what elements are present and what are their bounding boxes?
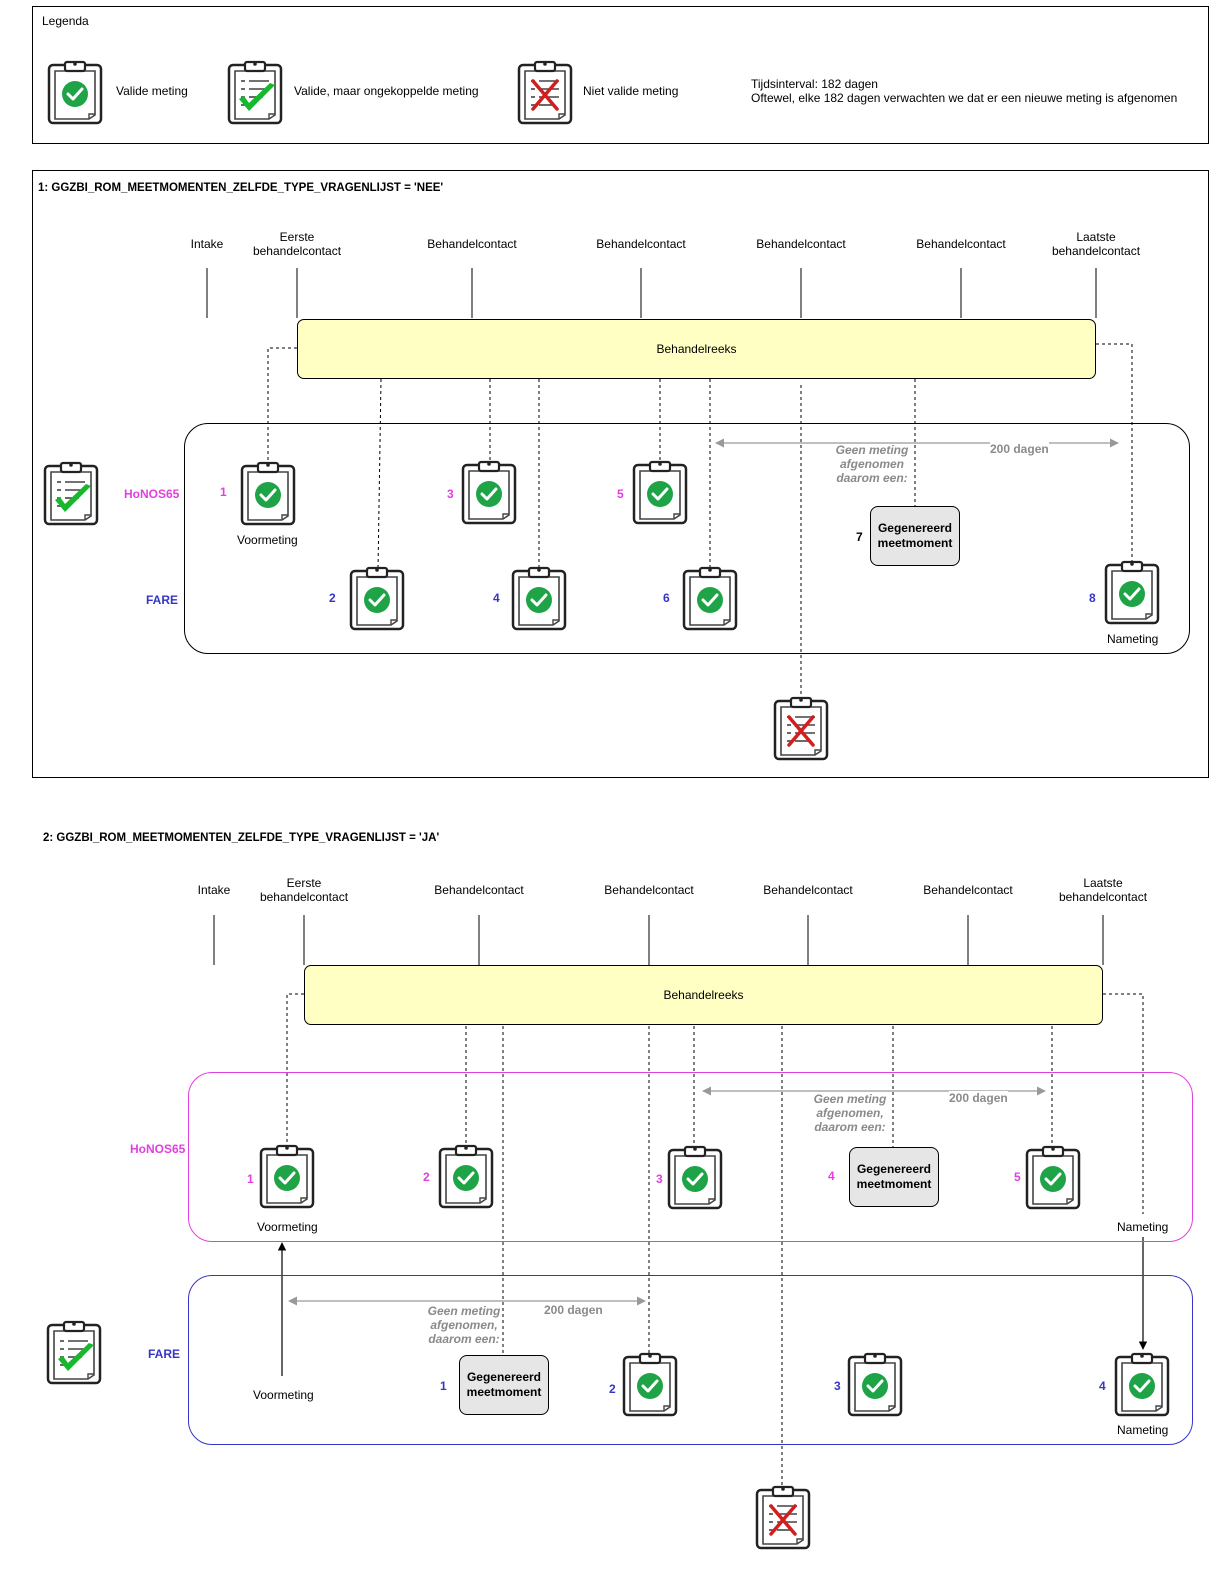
s2-fare-num-2: 2 (609, 1382, 616, 1396)
s2-honos-group (188, 1072, 1193, 1242)
s1-num-8: 8 (1089, 591, 1096, 605)
clipboard-unlinked-icon (41, 460, 101, 526)
clipboard-valid-icon (630, 459, 690, 525)
clipboard-invalid-icon (771, 695, 831, 761)
clipboard-valid-icon (680, 565, 740, 631)
legend-interval-line2: Oftewel, elke 182 dagen verwachten we da… (751, 91, 1178, 105)
clipboard-valid-icon (620, 1351, 680, 1417)
s2-contact-label-3: Behandelcontact (763, 883, 853, 897)
s1-nameting-label: Nameting (1107, 632, 1159, 646)
clipboard-valid-icon (1102, 559, 1162, 625)
s2-hon-num-5: 5 (1014, 1170, 1021, 1184)
s1-num-2: 2 (329, 591, 336, 605)
s2-hon-num-3: 3 (656, 1172, 663, 1186)
s1-num-3: 3 (447, 487, 454, 501)
clipboard-valid-icon (665, 1144, 725, 1210)
s2-fare-num-4: 4 (1099, 1379, 1106, 1393)
s2-behandelreeks-bar: Behandelreeks (304, 965, 1103, 1025)
clipboard-invalid-icon (753, 1484, 813, 1550)
s2-intake-label: Intake (197, 883, 231, 897)
s1-num-5: 5 (617, 487, 624, 501)
s2-contact-label-2: Behandelcontact (604, 883, 694, 897)
clipboard-valid-icon (1112, 1351, 1172, 1417)
clipboard-valid-icon (459, 459, 519, 525)
s1-voormeting-label: Voormeting (237, 533, 298, 547)
s2-contact-label-4: Behandelcontact (923, 883, 1013, 897)
legend-unlinked-label: Valide, maar ongekoppelde meting (294, 84, 479, 98)
s1-measurements-group (184, 423, 1190, 654)
s2-fare-num-1: 1 (440, 1379, 447, 1393)
s1-num-1: 1 (220, 485, 227, 499)
s2-fare-days-label: 200 dagen (544, 1303, 603, 1317)
s1-num-7: 7 (856, 530, 863, 544)
s1-num-4: 4 (493, 591, 500, 605)
legend-valid-label: Valide meting (116, 84, 188, 98)
s2-fare-num-3: 3 (834, 1379, 841, 1393)
s2-hon-num-4: 4 (828, 1169, 835, 1183)
s1-contact-label-1: Behandelcontact (427, 237, 517, 251)
s2-contact-label-1: Behandelcontact (434, 883, 524, 897)
s1-contact-label-4: Behandelcontact (916, 237, 1006, 251)
s1-intake-label: Intake (190, 237, 224, 251)
s1-num-6: 6 (663, 591, 670, 605)
clipboard-valid-icon (509, 565, 569, 631)
s2-hon-days-label: 200 dagen (949, 1091, 1008, 1105)
clipboard-valid-icon (845, 1351, 905, 1417)
clipboard-valid-icon (238, 460, 298, 526)
clipboard-valid-icon (257, 1143, 317, 1209)
s2-fare-nameting-label: Nameting (1117, 1423, 1169, 1437)
s2-hon-nameting-label: Nameting (1117, 1220, 1169, 1234)
s2-row-honos: HoNOS65 (130, 1142, 186, 1156)
clipboard-valid-icon (347, 565, 407, 631)
s1-row-fare: FARE (146, 593, 179, 607)
s1-days-label: 200 dagen (990, 442, 1049, 456)
scenario1-panel (32, 170, 1209, 778)
clipboard-valid-icon (1023, 1144, 1083, 1210)
legend-panel: Legenda Valide meting Valide, maar ongek… (32, 6, 1209, 144)
clipboard-valid-icon (436, 1143, 496, 1209)
s2-voormeting-label: Voormeting (257, 1220, 318, 1234)
scenario1-title: 1: GGZBI_ROM_MEETMOMENTEN_ZELFDE_TYPE_VR… (38, 182, 444, 194)
legend-interval-line1: Tijdsinterval: 182 dagen (751, 77, 878, 91)
clipboard-unlinked-icon (44, 1319, 104, 1385)
s1-behandelreeks-bar: Behandelreeks (297, 319, 1096, 379)
s2-hon-num-1: 1 (247, 1172, 254, 1186)
scenario2-title: 2: GGZBI_ROM_MEETMOMENTEN_ZELFDE_TYPE_VR… (43, 832, 440, 844)
s1-row-honos: HoNOS65 (124, 487, 180, 501)
s1-contact-label-3: Behandelcontact (756, 237, 846, 251)
s2-hon-num-2: 2 (423, 1170, 430, 1184)
legend-title: Legenda (42, 14, 89, 28)
s2-row-fare: FARE (148, 1347, 181, 1361)
legend-invalid-label: Niet valide meting (583, 84, 679, 98)
s1-contact-label-2: Behandelcontact (596, 237, 686, 251)
s2-fare-group (188, 1275, 1193, 1445)
s2-fare-voormeting-label: Voormeting (253, 1388, 314, 1402)
